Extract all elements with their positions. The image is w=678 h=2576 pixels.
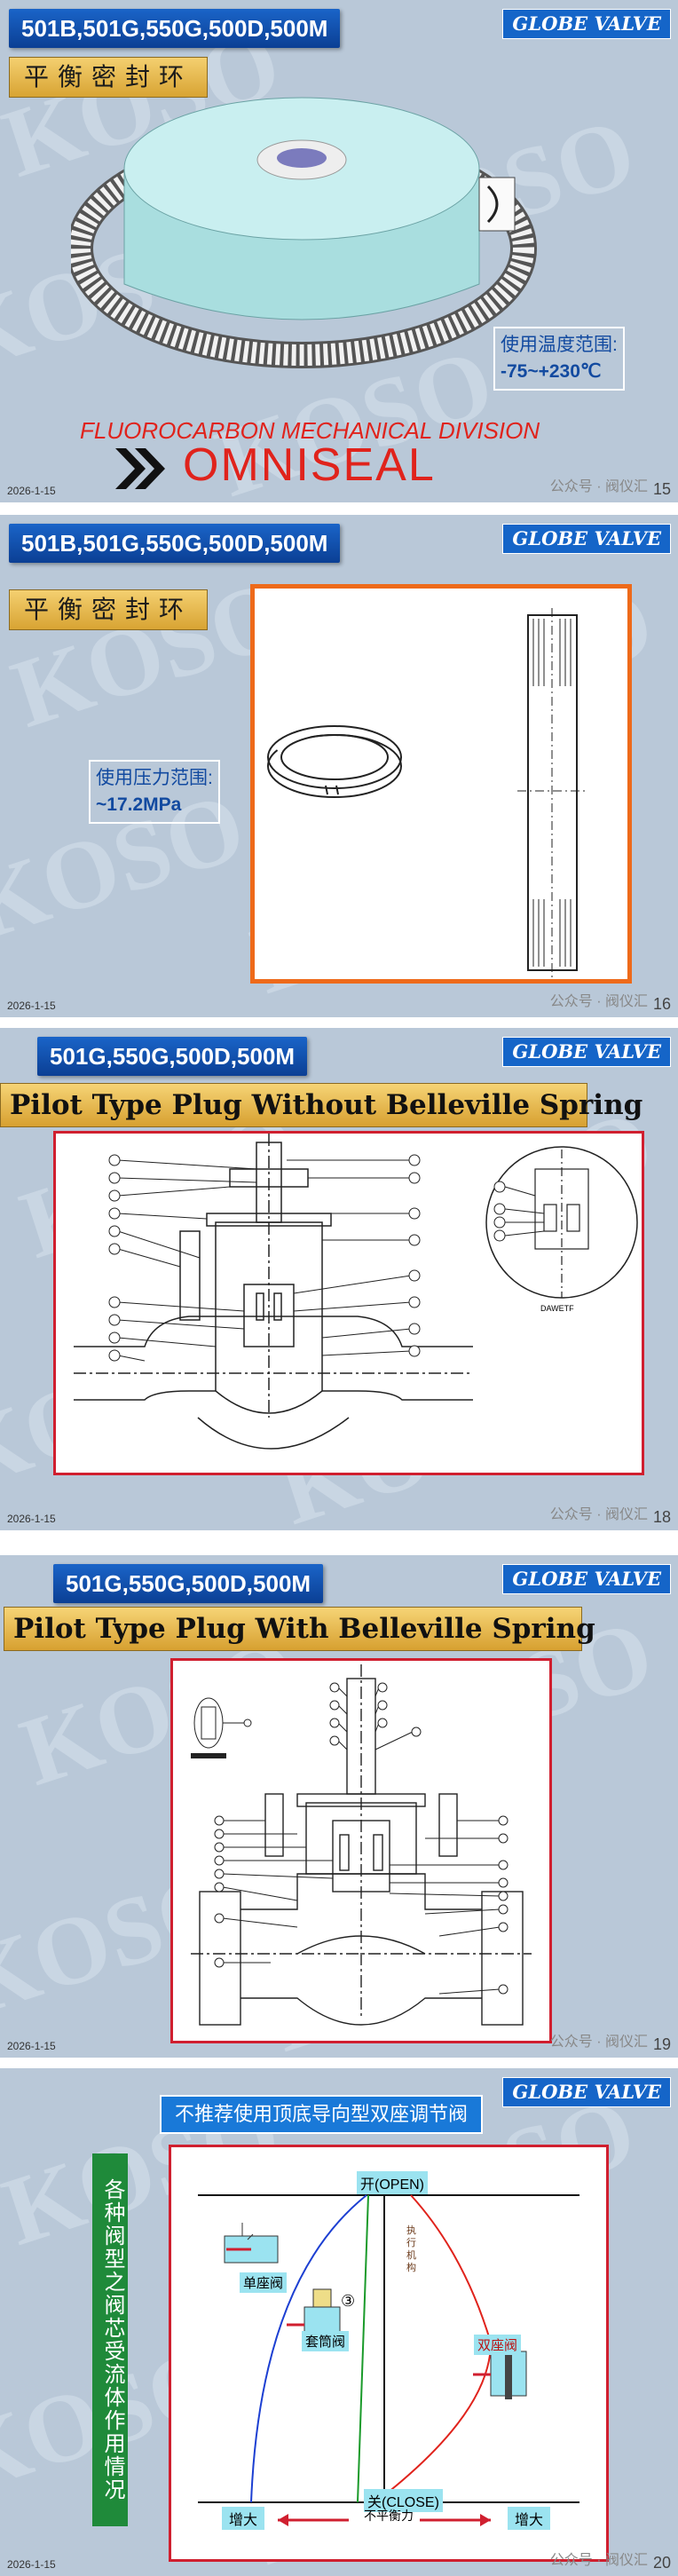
pressure-range-label: 使用压力范围: [96,768,213,788]
single-seat-label: 单座阀 [240,2272,288,2293]
unbalanced-force-label: 不平衡力 [364,2509,414,2523]
wechat-watermark: 公众号 · 阀仪汇 [549,479,648,494]
pressure-range-box: 使用压力范围: ~17.2MPa [89,760,220,824]
section-banner: 平衡密封环 [9,589,209,630]
close-label: 关(CLOSE) [364,2489,443,2512]
section-banner: 不推荐使用顶底导向型双座调节阀 [160,2095,483,2134]
slide-date: 2026-1-15 [7,485,56,497]
valve-section-drawing: DAWETF [74,1134,638,1450]
temp-range-box: 使用温度范围: -75~+230℃ [493,327,625,391]
omniseal-logo-icon [115,448,165,489]
slide-15: 501B,501G,550G,500D,500M GLOBE VALVE 平衡密… [0,0,678,502]
page-number: 15 [652,480,671,498]
temp-range-label: 使用温度范围: [501,335,618,355]
diagram-frame [169,2145,609,2562]
cage-valve-label: 套筒阀 [302,2331,350,2351]
slide-title: 501B,501G,550G,500D,500M [9,9,341,48]
double-seat-valve-icon [473,2344,527,2399]
single-seat-valve-icon [224,2223,279,2264]
division-text: FLUOROCARBON MECHANICAL DIVISION [80,417,540,444]
slide-date: 2026-1-15 [7,1513,56,1525]
seal-ring-illustration [71,97,537,368]
slide-date: 2026-1-15 [7,2040,56,2052]
page-number: 19 [652,2035,671,2053]
wechat-watermark: 公众号 · 阀仪汇 [549,2035,648,2050]
omniseal-logo: OMNISEAL [183,439,436,491]
slide-18: 501G,550G,500D,500M GLOBE VALVE Pilot Ty… [0,1028,678,1530]
slide-20: GLOBE VALVE 不推荐使用顶底导向型双座调节阀 各种阀型之阀芯受流体作用… [0,2068,678,2576]
page-number: 20 [652,2554,671,2572]
brand-label: GLOBE VALVE [502,524,671,554]
slide-16: 501B,501G,550G,500D,500M GLOBE VALVE 平衡密… [0,515,678,1017]
section-banner: Pilot Type Plug Without Belleville Sprin… [0,1083,643,1127]
slide-19: 501G,550G,500D,500M GLOBE VALVE Pilot Ty… [0,1555,678,2058]
double-seat-label: 双座阀 [474,2335,522,2355]
drawing-frame [250,584,632,984]
increase-right-label: 增大 [508,2507,551,2530]
open-label: 开(OPEN) [357,2171,429,2194]
section-banner: 平衡密封环 [9,57,209,98]
brand-label: GLOBE VALVE [502,9,671,39]
side-caption: 各种阀型之阀芯受流体作用情况 [92,2153,128,2526]
page-number: 16 [652,995,671,1013]
drawing-frame [170,1658,552,2043]
wechat-watermark: 公众号 · 阀仪汇 [549,2553,648,2568]
slide-title: 501G,550G,500D,500M [53,1564,324,1603]
page-number: 18 [652,1508,671,1526]
drawing-frame: DAWETF [53,1131,644,1475]
detail-label: DAWETF [540,1304,574,1313]
slide-date: 2026-1-15 [7,1000,56,1012]
slide-title: 501G,550G,500D,500M [37,1037,308,1076]
increase-left-label: 增大 [222,2507,265,2530]
slide-date: 2026-1-15 [7,2558,56,2571]
slide-title: 501B,501G,550G,500D,500M [9,524,341,563]
wechat-watermark: 公众号 · 阀仪汇 [549,994,648,1009]
wechat-watermark: 公众号 · 阀仪汇 [549,1507,648,1522]
circled-three: ③ [341,2292,356,2310]
actuator-note: 执 行 机 构 [406,2225,416,2273]
brand-label: GLOBE VALVE [502,1037,671,1067]
pressure-range-value: ~17.2MPa [96,794,182,815]
valve-section-drawing [191,1664,532,2026]
section-banner: Pilot Type Plug With Belleville Spring [4,1607,595,1651]
temp-range-value: -75~+230℃ [501,361,602,382]
brand-label: GLOBE VALVE [502,1564,671,1594]
brand-label: GLOBE VALVE [502,2077,671,2107]
seal-ring-drawing [267,608,588,979]
